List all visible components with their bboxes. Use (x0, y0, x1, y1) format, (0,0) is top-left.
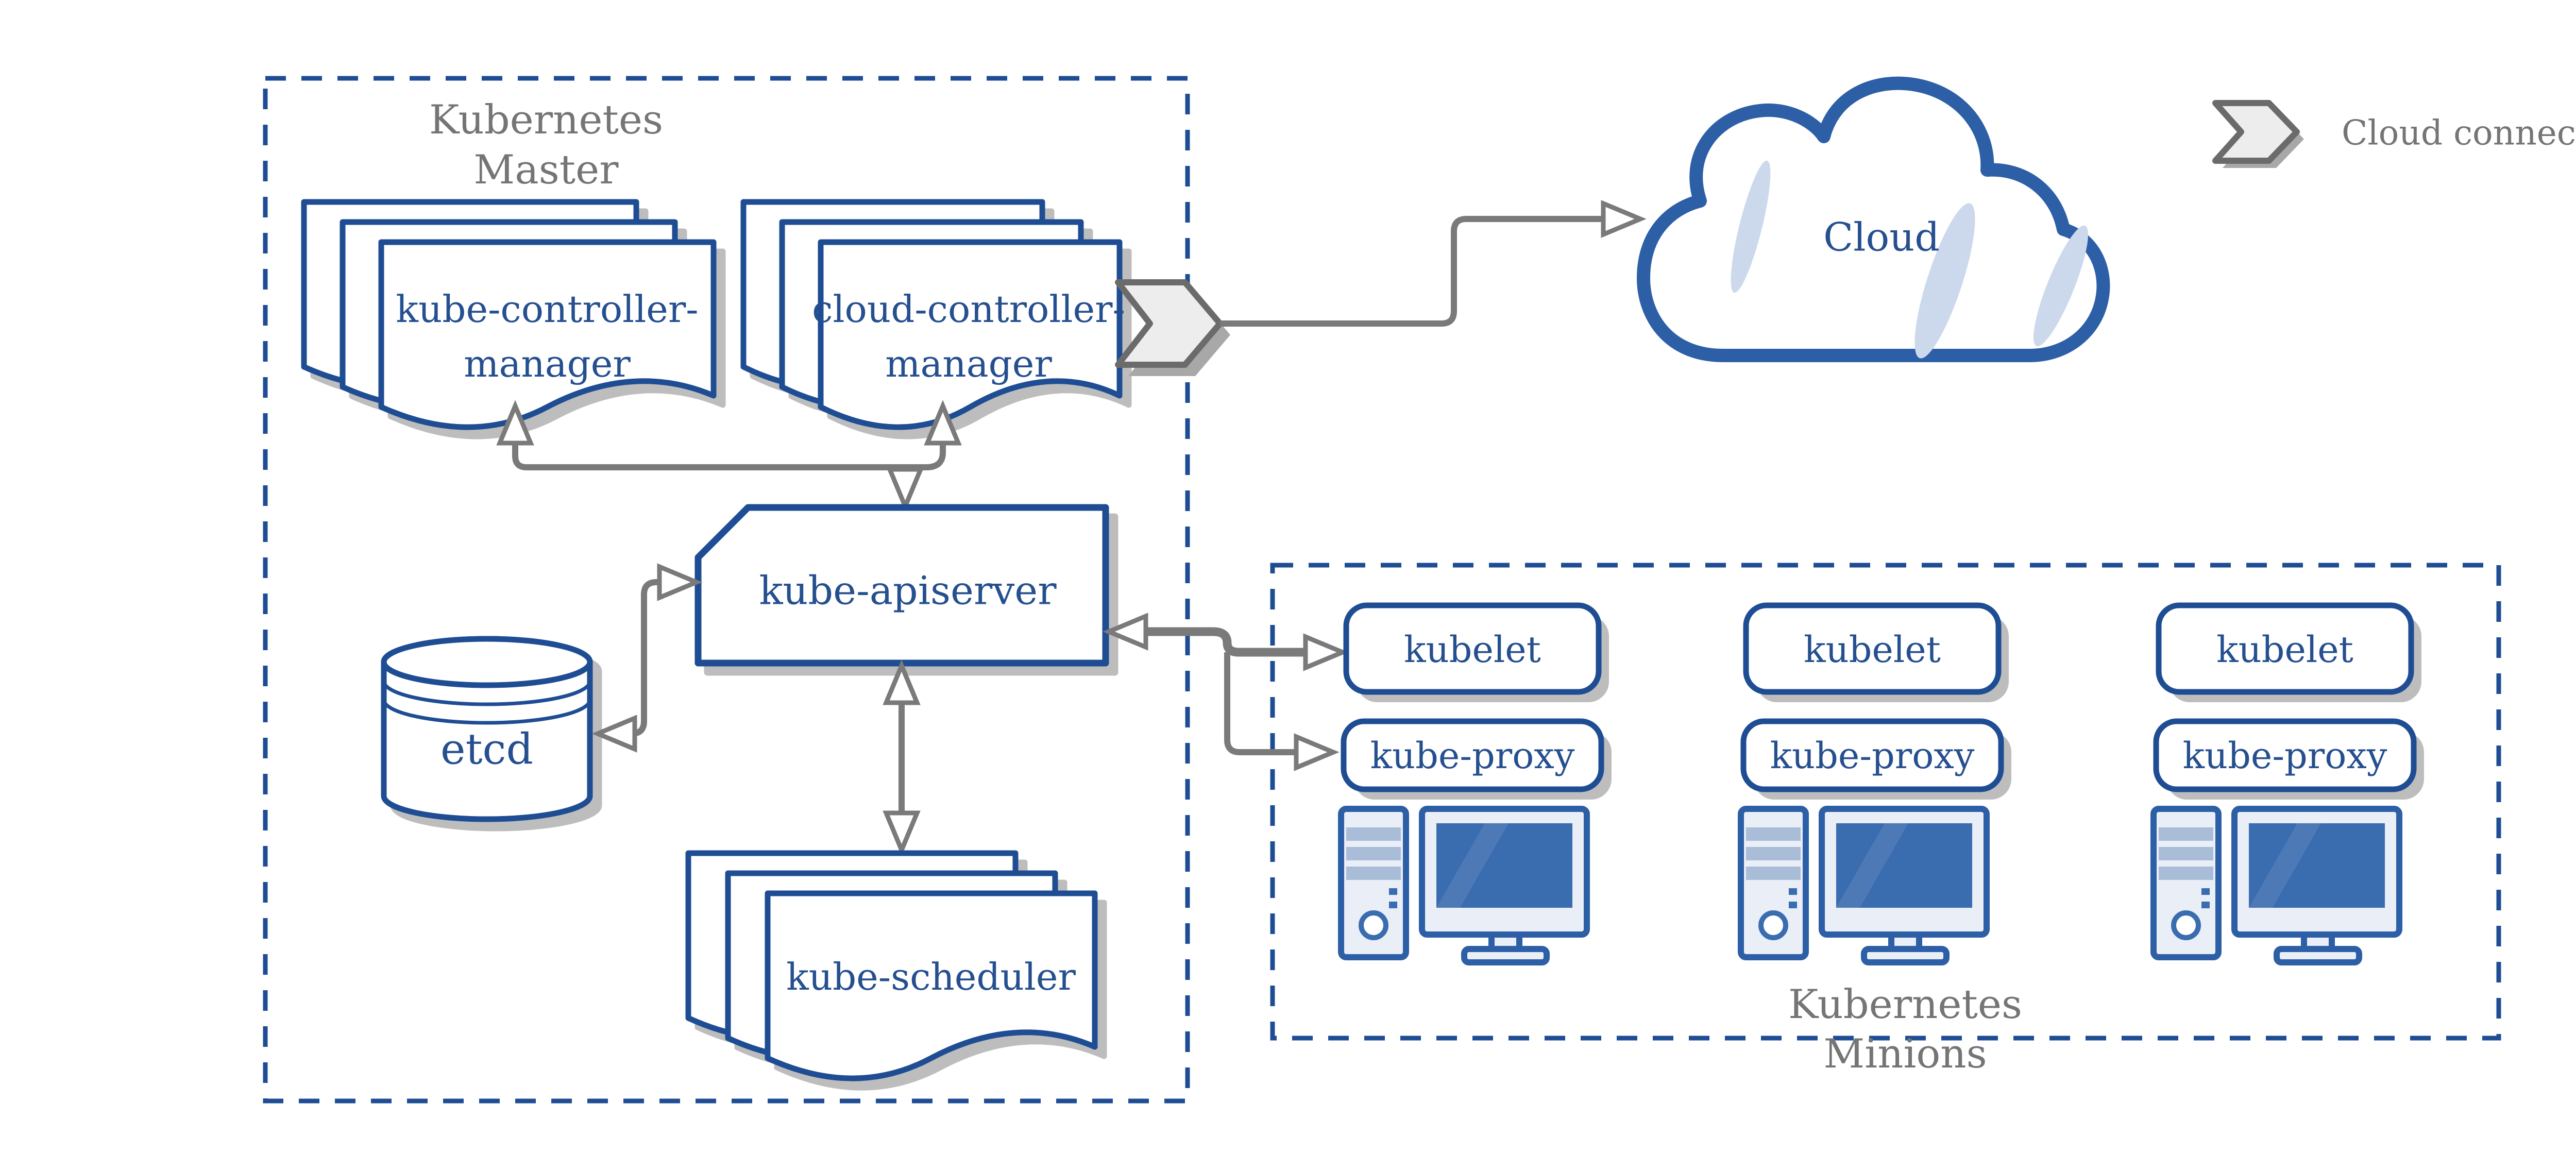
arrowhead-down (886, 467, 924, 513)
arrow-etcd-apiserver (591, 563, 703, 753)
kubelet-label: kubelet (1404, 629, 1541, 671)
cloud-controller-manager-label-line1: cloud-controller- (812, 287, 1125, 331)
minions-label-line2: Minions (1823, 1031, 1987, 1077)
minions-label-line1: Kubernetes (1788, 981, 2022, 1028)
master-label-line2: Master (473, 147, 619, 193)
arrowhead-left (1103, 613, 1148, 651)
arrowhead-right (1303, 633, 1349, 671)
kube-proxy-node (1341, 718, 1604, 792)
arrowhead-left (591, 715, 637, 753)
kube-controller-manager-node: kube-controller- manager (304, 202, 723, 436)
connector-line (1220, 216, 1606, 327)
minion-column: kubelet kube-proxy (1740, 602, 2011, 962)
kube-proxy-node (1740, 718, 2004, 792)
kube-proxy-label: kube-proxy (2183, 735, 2387, 777)
kubelet-node (1743, 602, 2002, 695)
kubelet-node (1343, 602, 1602, 695)
minion-computer-icon (2154, 809, 2399, 962)
connector-line (1144, 627, 1311, 657)
arrowhead-up (883, 659, 921, 705)
kube-apiserver-label: kube-apiserver (759, 568, 1057, 614)
kube-controller-manager-label-line1: kube-controller- (396, 287, 698, 331)
kube-controller-manager-label-line2: manager (464, 342, 631, 385)
arrow-to-cloud (1220, 200, 1647, 327)
connector-line (512, 440, 946, 470)
cloud-highlight (1914, 203, 1975, 359)
arrowhead-right (657, 563, 703, 601)
etcd-node: etcd (381, 636, 602, 832)
minion-column: kubelet kube-proxy (1341, 602, 1612, 962)
chevron-shape (1115, 279, 1223, 368)
kubelet-label: kubelet (1804, 629, 1941, 671)
arrow-apiserver-to-controllers (496, 400, 962, 513)
etcd-ring (382, 681, 592, 706)
minion-computer-icon (1741, 809, 1987, 962)
minion-computer-icon (1341, 809, 1587, 962)
arrow-apiserver-minions (1103, 613, 1349, 771)
minions-boundary (1270, 563, 2501, 1041)
doc-front (381, 242, 714, 427)
master-label-line1: Kubernetes (429, 97, 663, 143)
legend: Cloud connector (2212, 100, 2576, 168)
connector-line (1224, 652, 1302, 755)
minions-label: Kubernetes Minions (1788, 981, 2022, 1077)
doc-front (821, 242, 1120, 427)
arrowhead-up (924, 400, 962, 446)
kube-proxy-label: kube-proxy (1370, 735, 1575, 777)
cloud-shape (1637, 76, 2110, 362)
cloud-controller-manager-label-line2: manager (885, 342, 1052, 385)
connector-line (608, 579, 663, 737)
kube-scheduler-label: kube-scheduler (786, 955, 1076, 998)
arrowhead-down (883, 810, 921, 856)
arrowhead-right (1601, 200, 1647, 238)
arrowhead-up (496, 400, 534, 446)
arrowhead-right (1294, 733, 1340, 771)
cloud-controller-manager-node: cloud-controller- manager (743, 202, 1129, 436)
legend-chevron-icon (2212, 100, 2300, 164)
cloud-connector-chevron-icon (1115, 279, 1230, 376)
cloud-highlight (2033, 225, 2089, 347)
etcd-label: etcd (440, 725, 533, 774)
kube-apiserver-node: kube-apiserver (694, 504, 1118, 676)
etcd-top-rim (381, 636, 593, 688)
minion-column: kubelet kube-proxy (2153, 602, 2424, 962)
kubelet-node (2156, 602, 2414, 695)
cloud-node: Cloud (1637, 76, 2110, 362)
master-label: Kubernetes Master (429, 97, 663, 193)
cloud-highlight (1731, 160, 1771, 293)
cloud-label: Cloud (1823, 214, 1940, 260)
etcd-ring (382, 699, 592, 725)
kube-scheduler-node: kube-scheduler (688, 853, 1104, 1088)
arrow-apiserver-scheduler (883, 659, 921, 856)
kube-proxy-label: kube-proxy (1770, 735, 1975, 777)
legend-label: Cloud connector (2342, 113, 2576, 153)
kube-proxy-node (2153, 718, 2417, 792)
kubelet-label: kubelet (2216, 629, 2353, 671)
